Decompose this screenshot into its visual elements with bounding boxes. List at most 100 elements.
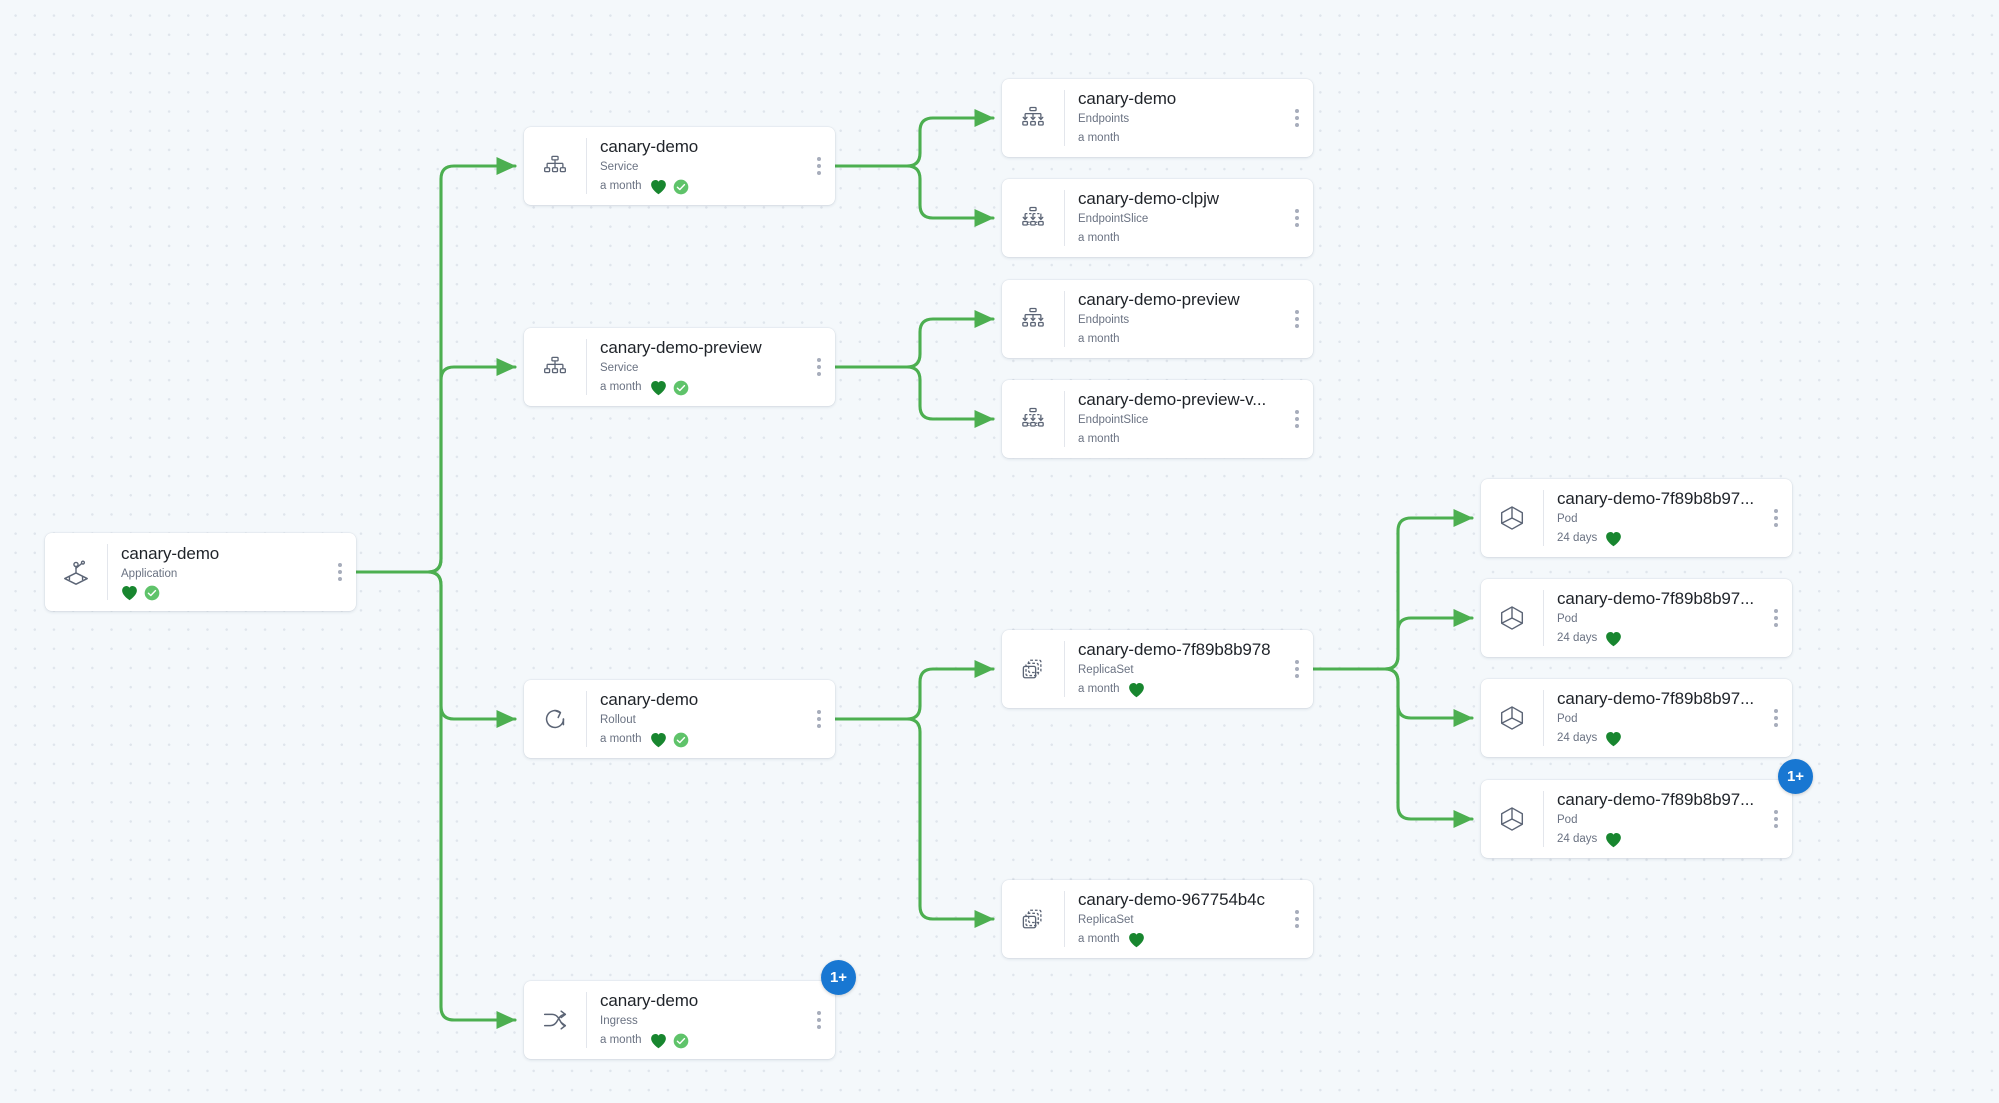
node-menu-button[interactable] <box>330 533 356 611</box>
node-age: a month <box>1078 433 1120 446</box>
node-menu-button[interactable] <box>1766 479 1792 557</box>
node-meta: a month <box>1078 331 1277 348</box>
node-menu-button[interactable] <box>1766 780 1792 858</box>
endpointslice-icon <box>1002 179 1064 257</box>
node-menu-button[interactable] <box>809 328 835 406</box>
collapsed-count-badge[interactable]: 1+ <box>821 960 856 995</box>
node-meta: 24 days <box>1557 530 1756 547</box>
node-menu-button[interactable] <box>809 127 835 205</box>
sync-status-icon <box>673 380 689 396</box>
node-kind: ReplicaSet <box>1078 914 1134 927</box>
endpoints-icon <box>1002 280 1064 358</box>
health-status-icon <box>650 380 667 396</box>
node-menu-button[interactable] <box>1287 179 1313 257</box>
node-title: canary-demo <box>600 991 699 1011</box>
node-divider <box>1064 891 1065 947</box>
node-title: canary-demo <box>600 690 699 710</box>
status-badges <box>1605 731 1622 747</box>
node-divider <box>1064 641 1065 697</box>
node-menu-button[interactable] <box>809 981 835 1059</box>
node-meta: 24 days <box>1557 831 1756 848</box>
edge-rollout-canary-demo-to-rs-7f89b8b978 <box>833 660 995 721</box>
sync-status-icon <box>673 1033 689 1049</box>
node-meta: a month <box>1078 230 1277 247</box>
node-title: canary-demo-preview-v... <box>1078 390 1267 410</box>
node-divider <box>586 339 587 395</box>
health-status-icon <box>1128 682 1145 698</box>
rollout-icon <box>524 680 586 758</box>
status-badges <box>650 179 689 195</box>
status-badges <box>1128 682 1145 698</box>
node-divider <box>1543 690 1544 746</box>
status-badges <box>121 585 160 601</box>
health-status-icon <box>650 1033 667 1049</box>
node-menu-button[interactable] <box>1766 679 1792 757</box>
edge-rs-7f89b8b978-to-pod-4 <box>1311 667 1474 828</box>
node-age: a month <box>1078 683 1120 696</box>
node-meta: a month <box>1078 681 1277 698</box>
node-menu-button[interactable] <box>1287 880 1313 958</box>
sync-status-icon <box>673 179 689 195</box>
node-age: a month <box>600 381 642 394</box>
health-status-icon <box>1605 531 1622 547</box>
node-kind: Endpoints <box>1078 314 1130 327</box>
node-menu-button[interactable] <box>1287 630 1313 708</box>
node-divider <box>586 138 587 194</box>
endpointslice-icon <box>1002 380 1064 458</box>
node-title: canary-demo <box>1078 89 1177 109</box>
node-title: canary-demo-7f89b8b97... <box>1557 689 1755 709</box>
service-icon <box>524 127 586 205</box>
ingress-icon <box>524 981 586 1059</box>
node-divider <box>1064 291 1065 347</box>
health-status-icon <box>121 585 138 601</box>
health-status-icon <box>1128 932 1145 948</box>
node-menu-button[interactable] <box>1287 79 1313 157</box>
node-menu-button[interactable] <box>1766 579 1792 657</box>
replicaset-icon <box>1002 880 1064 958</box>
node-menu-button[interactable] <box>809 680 835 758</box>
status-badges <box>650 1033 689 1049</box>
node-kind: Pod <box>1557 613 1578 626</box>
node-title: canary-demo <box>600 137 699 157</box>
pod-icon <box>1481 780 1543 858</box>
status-badges <box>1605 832 1622 848</box>
collapsed-count-badge[interactable]: 1+ <box>1778 759 1813 794</box>
health-status-icon <box>650 179 667 195</box>
status-badges <box>1605 531 1622 547</box>
node-divider <box>107 544 108 600</box>
node-menu-button[interactable] <box>1287 380 1313 458</box>
node-divider <box>1543 590 1544 646</box>
node-meta: a month <box>1078 130 1277 147</box>
node-menu-button[interactable] <box>1287 280 1313 358</box>
node-age: a month <box>600 180 642 193</box>
node-title: canary-demo <box>121 544 220 563</box>
node-meta: 24 days <box>1557 730 1756 747</box>
node-kind: Pod <box>1557 814 1578 827</box>
edge-app-canary-demo-to-rollout-canary-demo <box>354 570 517 728</box>
node-age: 24 days <box>1557 732 1598 745</box>
